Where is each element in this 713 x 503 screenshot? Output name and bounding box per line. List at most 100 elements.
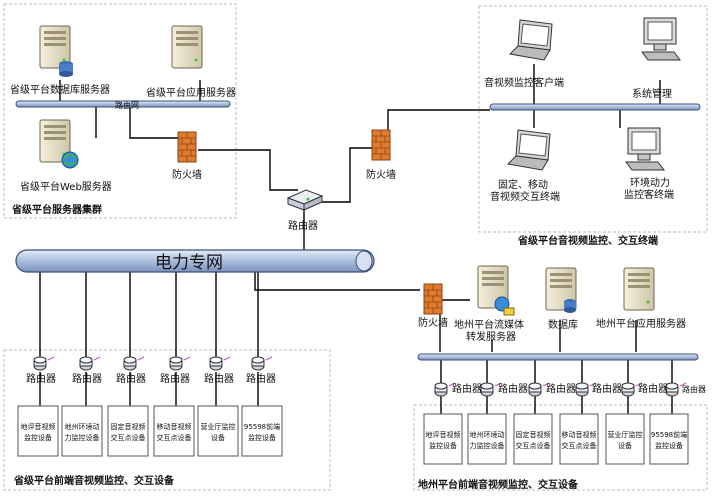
pref-equipment-box-label-6-1: 95598前端 [651,430,687,439]
pref-router-label-2: 路由器 [498,382,528,395]
prov-router-4 [169,356,191,371]
prefecture-firewall-label: 防火墙 [418,316,448,329]
prov-equipment-box-label-1-1: 地评音视频 [21,422,56,431]
prov-router-label-4: 路由器 [160,372,190,385]
prefecture-equipment-boxes: 地评音视频监控设备地州环境动力监控设备固定音视频交互点设备移动音视频交互点设备营… [423,413,689,465]
pref-router-label-4: 路由器 [592,382,622,395]
media-server-label: 地州平台流媒体 转发服务器 [454,318,527,343]
env-power-label-line1: 环境动力 [630,176,670,189]
prov-equipment-box-label-4-1: 移动音视频 [157,422,192,431]
firewall-2 [371,129,391,161]
av-client-laptop [509,19,553,61]
web-server [39,119,79,169]
prov-router-label-3: 路由器 [116,372,146,385]
fixed-mobile-label-line2: 音视频交互终端 [490,190,560,203]
av-client-label: 音视频监控客户端 [484,76,564,89]
app-server [171,25,203,69]
prefecture-db-label: 数据库 [548,318,578,331]
pref-equipment-box-label-2-1: 地州环境动 [470,430,505,439]
prefecture-router-labels: 路由器 路由器 路由器 路由器 路由器 路由器 [452,382,706,395]
provincial-equipment-boxes: 地评音视频监控设备地州环境动力监控设备固定音视频交互点设备移动音视频交互点设备营… [17,405,283,457]
pref-equipment-box-label-4-2: 交互点设备 [562,441,597,450]
terminal-zone-title: 省级平台音视频监控、交互终端 [517,234,658,247]
prov-router-3 [123,356,145,371]
pref-equipment-box-6 [649,413,689,465]
media-server-label-line1: 地州平台流媒体 [454,318,524,331]
db-server [39,25,73,77]
prefecture-db-server [545,267,577,313]
prov-equipment-box-label-3-2: 交互点设备 [111,433,146,442]
prov-equipment-box-label-6-2: 监控设备 [248,433,276,442]
pref-router-label-5: 路由器 [638,382,668,395]
media-server [477,265,515,316]
prefecture-firewall [423,283,443,315]
prefecture-lan-bus [417,353,699,361]
prov-equipment-box-label-5-1: 营业厅监控 [201,422,236,431]
fixed-mobile-laptop [507,129,551,171]
prov-equipment-box-2 [61,405,103,457]
db-server-label: 省级平台数据库服务器 [10,83,110,96]
pref-equipment-box-2 [467,413,507,465]
prov-equipment-box-label-3-1: 固定音视频 [111,422,146,431]
prov-router-2 [79,356,101,371]
provincial-frontend-zone [3,349,331,491]
prefecture-app-server [623,267,655,311]
core-router-label: 路由器 [288,219,318,232]
env-power-pc [625,127,665,171]
prov-equipment-box-label-2-2: 力监控设备 [65,433,100,442]
hub-label: 路由网 [115,100,139,110]
env-power-label: 环境动力 监控客终端 [624,176,674,201]
prov-router-label-2: 路由器 [72,372,102,385]
sysadmin-pc [641,17,681,61]
web-server-label: 省级平台Web服务器 [20,180,112,193]
pref-equipment-box-4 [559,413,599,465]
firewall-1 [177,131,197,163]
media-server-label-line2: 转发服务器 [466,330,516,343]
prov-equipment-box-5 [197,405,239,457]
prov-router-label-5: 路由器 [204,372,234,385]
pref-router-label-1: 路由器 [452,382,482,395]
prov-equipment-box-3 [107,405,149,457]
pref-router-label-3: 路由器 [546,382,576,395]
prefecture-frontend-title: 地州平台前端音视频监控、交互设备 [418,478,579,491]
provincial-frontend-title: 省级平台前端音视频监控、交互设备 [13,474,175,487]
pref-equipment-box-label-1-1: 地评音视频 [426,430,461,439]
firewall-2-label: 防火墙 [366,168,396,181]
prefecture-frontend-zone [413,404,708,491]
pref-equipment-box-label-5-1: 营业厅监控 [608,430,643,439]
pref-equipment-box-label-1-2: 监控设备 [429,441,457,450]
prov-router-6 [251,356,273,371]
pref-equipment-box-3 [513,413,553,465]
pref-equipment-box-label-6-2: 监控设备 [655,441,683,450]
terminal-lan-bus [489,103,701,111]
pref-equipment-box-label-5-2: 设备 [618,441,632,450]
fixed-mobile-label: 固定、移动 音视频交互终端 [490,178,560,203]
prov-equipment-box-6 [241,405,283,457]
prov-equipment-box-label-6-1: 95598前端 [244,422,280,431]
app-server-label: 省级平台应用服务器 [146,86,236,99]
core-router [286,189,324,211]
prov-router-label-6: 路由器 [246,372,276,385]
provincial-terminal-zone [478,5,708,233]
prov-equipment-box-label-5-2: 设备 [211,433,225,442]
prov-equipment-box-label-1-2: 监控设备 [24,433,52,442]
provincial-server-zone [3,3,237,219]
prov-router-5 [209,356,231,371]
sysadmin-label: 系统管理 [632,87,672,100]
prov-router-label-1: 路由器 [26,372,56,385]
env-power-label-line2: 监控客终端 [624,188,674,201]
fixed-mobile-label-line1: 固定、移动 [498,178,548,191]
provincial-routers [33,356,273,371]
pref-equipment-box-5 [605,413,645,465]
provincial-router-labels: 路由器 路由器 路由器 路由器 路由器 路由器 [26,372,276,385]
pref-equipment-box-label-4-1: 移动音视频 [562,430,597,439]
prov-equipment-box-label-2-1: 地州环境动 [65,422,100,431]
prefecture-app-label: 地州平台应用服务器 [596,317,686,330]
server-zone-title: 省级平台服务器集群 [11,203,102,216]
pref-equipment-box-1 [423,413,463,465]
firewall-1-label: 防火墙 [172,168,202,181]
prov-equipment-box-1 [17,405,59,457]
pref-equipment-box-label-3-2: 交互点设备 [516,441,551,450]
backbone-bus: 电力专网 [15,249,375,273]
